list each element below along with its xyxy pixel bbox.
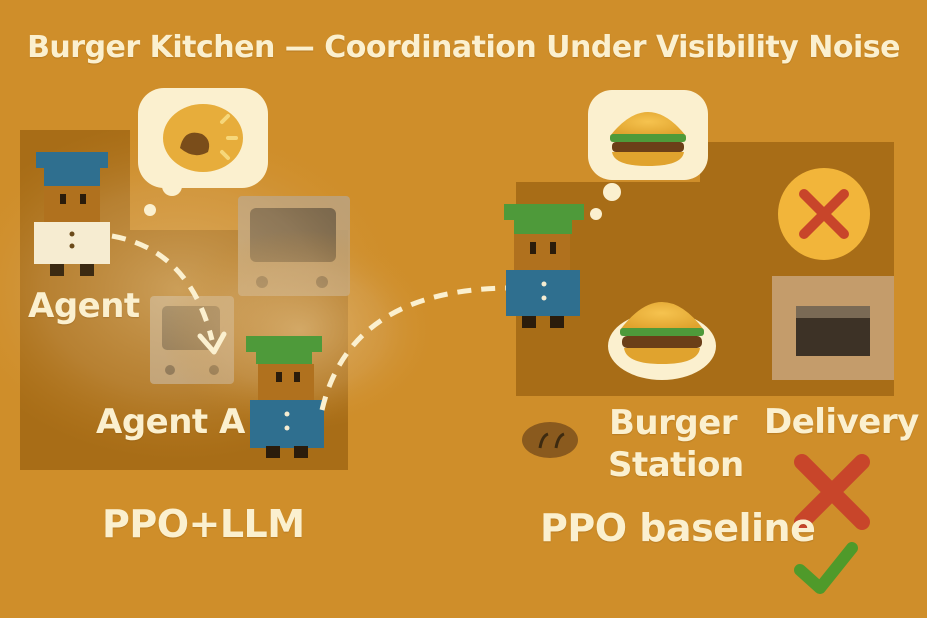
page-title: Burger Kitchen — Coordination Under Visi… (27, 30, 900, 65)
red-x-icon (794, 454, 870, 530)
path-agent-to-stove (111, 233, 227, 355)
thought-bubble-left (138, 88, 268, 216)
delivery-window (772, 276, 894, 380)
burger-station (608, 302, 716, 380)
burnt-patty-icon (522, 422, 578, 458)
burger-icon (610, 112, 686, 166)
chef-right-green-hat (504, 204, 584, 328)
delivery-label: Delivery (764, 402, 919, 442)
ppo-llm-label: PPO+LLM (102, 502, 305, 546)
thought-bubble-right (588, 90, 708, 220)
agent-label: Agent (28, 286, 140, 326)
x-mark-icon (778, 168, 870, 260)
agent-a-chef (246, 336, 324, 458)
path-agent-a-to-right (319, 285, 509, 411)
green-check-icon (794, 542, 858, 594)
agent-chef-blue (34, 152, 110, 276)
raw-patty-icon (163, 104, 243, 172)
agent-a-label: Agent A (96, 402, 245, 442)
ppo-baseline-label: PPO baseline (540, 506, 816, 550)
